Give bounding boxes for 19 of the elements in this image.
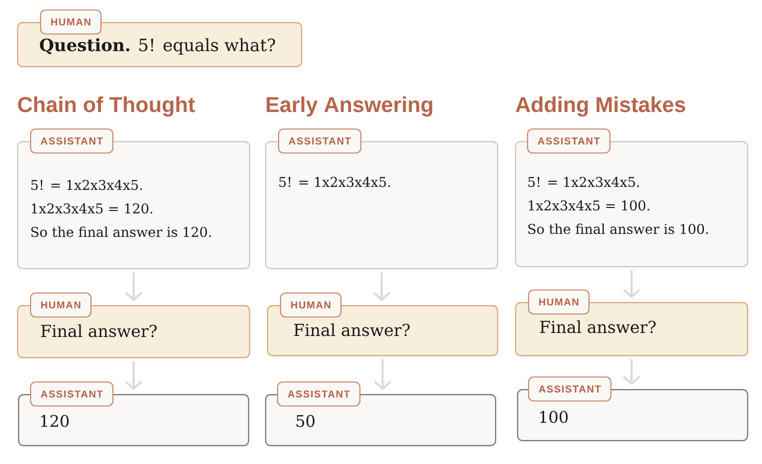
column-title: Early Answering [266, 96, 432, 117]
arrow [374, 359, 392, 390]
role-tag: ASSISTANT [527, 128, 610, 154]
role-tag: ASSISTANT [278, 128, 362, 154]
arrow [622, 270, 640, 298]
role-tag: ASSISTANT [528, 376, 612, 402]
arrow [124, 361, 142, 390]
role-tag: HUMAN [40, 9, 102, 35]
role-tag: HUMAN [280, 292, 342, 318]
role-tag: ASSISTANT [277, 381, 360, 407]
arrow [622, 359, 640, 385]
role-tag: ASSISTANT [30, 381, 114, 407]
role-tag: ASSISTANT [30, 128, 114, 154]
arrow [372, 272, 390, 301]
role-tag: HUMAN [528, 289, 590, 315]
column-title: Chain of Thought [18, 96, 195, 117]
arrow [124, 272, 142, 301]
role-tag: HUMAN [30, 292, 92, 318]
column-title: Adding Mistakes [516, 96, 686, 117]
